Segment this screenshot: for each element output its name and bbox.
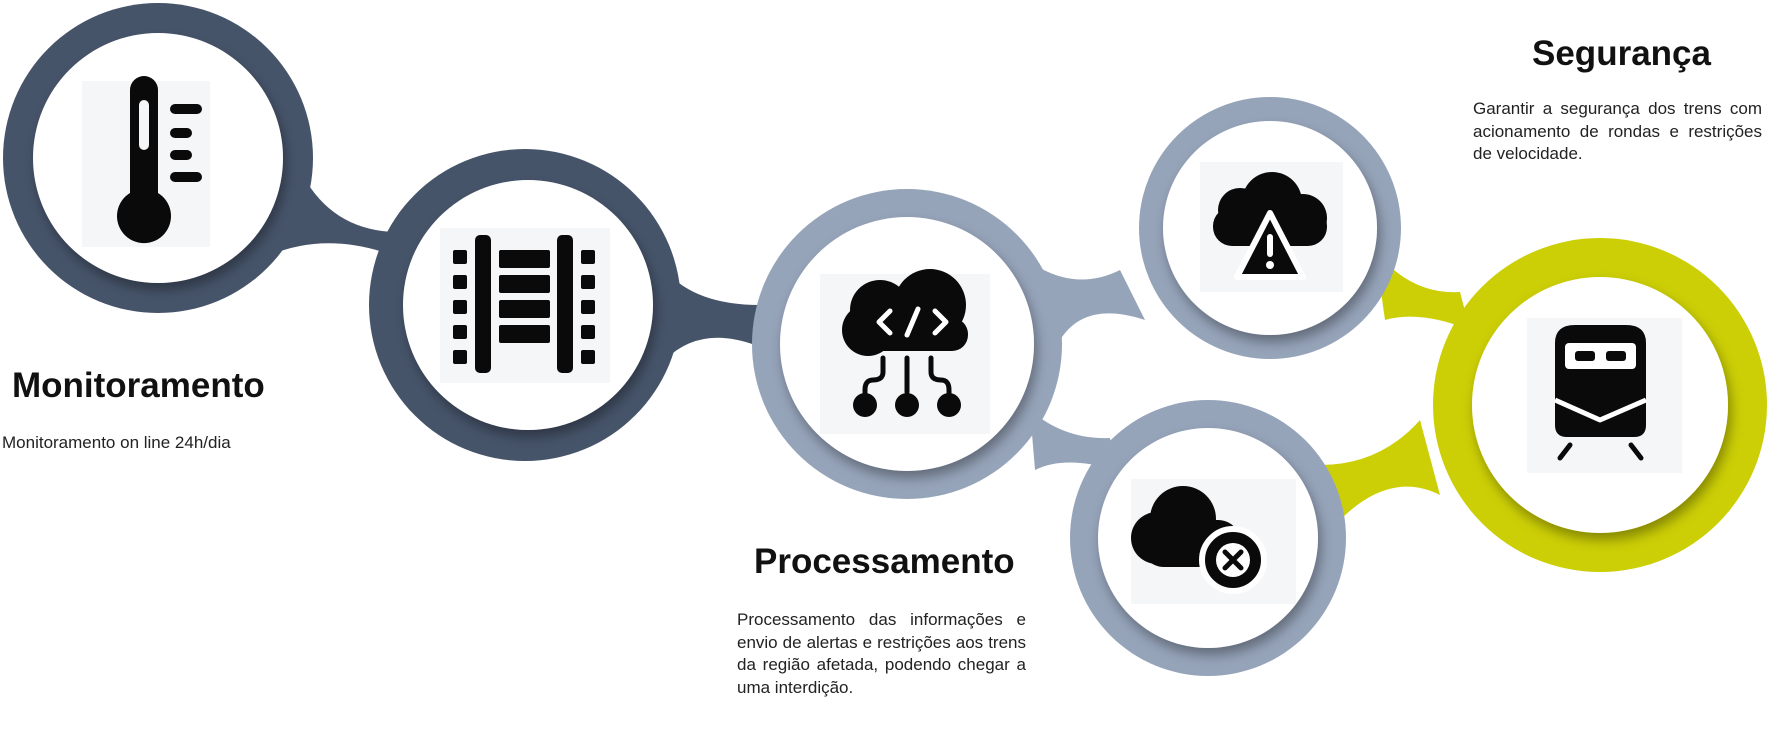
connector-warning-train bbox=[1375, 250, 1470, 330]
cloud-error-icon bbox=[1131, 486, 1267, 594]
processamento-title: Processamento bbox=[754, 542, 1015, 581]
thermometer-icon bbox=[117, 76, 202, 244]
train-icon bbox=[1553, 325, 1647, 461]
connectors bbox=[270, 170, 1470, 520]
connector-cloud-warning bbox=[1040, 268, 1145, 340]
monitoramento-title: Monitoramento bbox=[12, 366, 265, 405]
railway-track-icon bbox=[453, 235, 595, 373]
seguranca-title: Segurança bbox=[1532, 34, 1711, 73]
processamento-description: Processamento das informações e envio de… bbox=[737, 610, 1026, 697]
connector-error-train bbox=[1320, 420, 1440, 520]
connector-track-cloud bbox=[665, 270, 760, 360]
cloud-warning-icon bbox=[1213, 172, 1327, 280]
monitoramento-description: Monitoramento on line 24h/dia bbox=[2, 433, 231, 452]
cloud-code-network-icon bbox=[842, 269, 968, 417]
connector-cloud-error bbox=[1030, 410, 1115, 470]
seguranca-description: Garantir a segurança dos trens com acion… bbox=[1473, 99, 1762, 163]
